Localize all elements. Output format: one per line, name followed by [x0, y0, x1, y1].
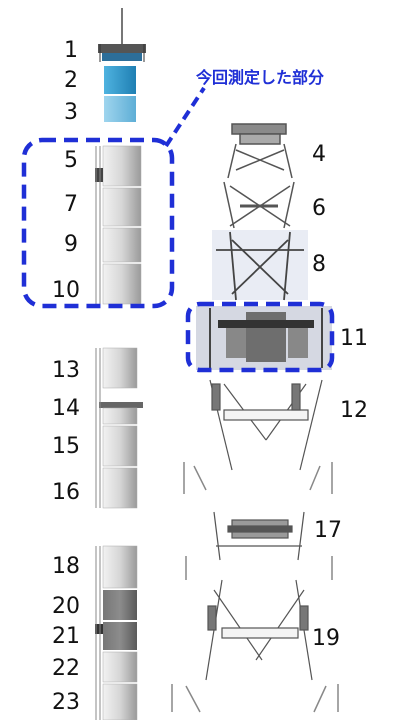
- label-17: 17: [314, 518, 342, 543]
- label-15: 15: [52, 434, 80, 459]
- section-3-cylinder: [104, 96, 136, 122]
- section-11-platform: [196, 306, 332, 370]
- sections-5-10-cylinders: [95, 145, 142, 305]
- label-3: 3: [64, 100, 78, 125]
- section-2-cylinder: [104, 66, 136, 94]
- label-2: 2: [64, 68, 78, 93]
- label-8: 8: [312, 252, 326, 277]
- measured-part-highlight-right: [185, 301, 335, 373]
- section-18-side-marks: [185, 556, 333, 580]
- section-4-lattice: [227, 123, 293, 179]
- section-12-frame: [209, 379, 323, 471]
- section-23-side-marks: [171, 684, 339, 713]
- label-10: 10: [52, 278, 80, 303]
- label-9: 9: [64, 232, 78, 257]
- section-8-lattice: [212, 230, 308, 301]
- section-19-frame: [205, 579, 313, 681]
- callout-line: [164, 86, 206, 148]
- measured-part-highlight-left: [21, 137, 175, 309]
- label-22: 22: [52, 656, 80, 681]
- section-6-lattice: [223, 181, 295, 229]
- label-6: 6: [312, 196, 326, 221]
- label-13: 13: [52, 358, 80, 383]
- section-17-platform: [213, 511, 305, 561]
- label-14: 14: [52, 396, 80, 421]
- label-12: 12: [340, 398, 368, 423]
- sections-13-16-cylinders: [95, 347, 143, 509]
- label-21: 21: [52, 624, 80, 649]
- label-4: 4: [312, 142, 326, 167]
- section-16-side-marks: [183, 462, 333, 494]
- label-7: 7: [64, 192, 78, 217]
- measured-part-annotation: 今回測定した部分: [196, 68, 325, 87]
- label-16: 16: [52, 480, 80, 505]
- section-1-top-platform: [98, 44, 146, 62]
- label-11: 11: [340, 326, 368, 351]
- label-23: 23: [52, 690, 80, 715]
- label-18: 18: [52, 554, 80, 579]
- label-1: 1: [64, 38, 78, 63]
- label-19: 19: [312, 626, 340, 651]
- label-5: 5: [64, 148, 78, 173]
- sections-18-23-cylinders: [95, 545, 138, 720]
- label-20: 20: [52, 594, 80, 619]
